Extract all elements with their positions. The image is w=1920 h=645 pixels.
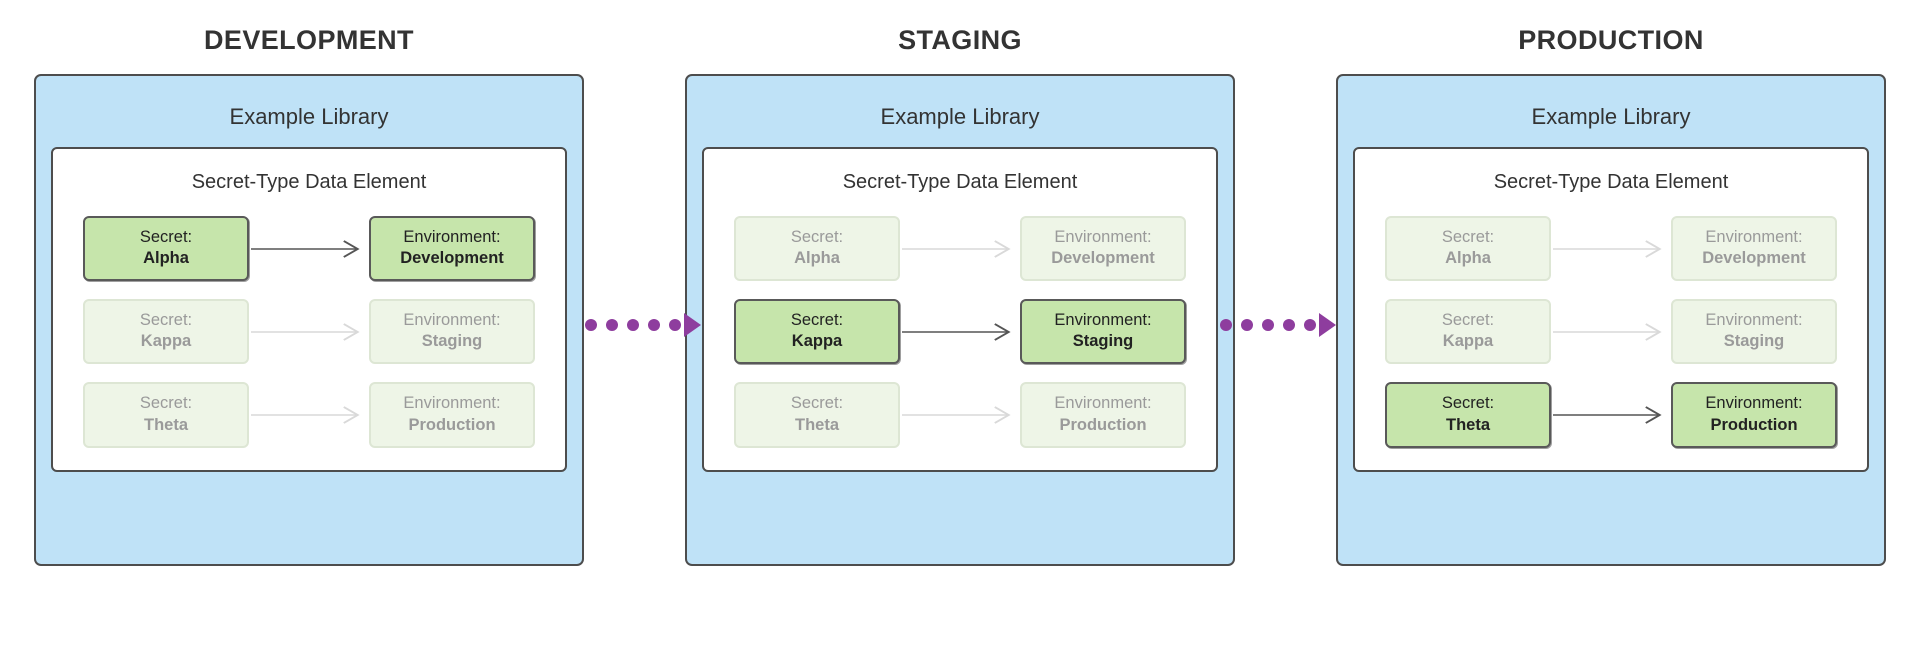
- mapping-arrow-icon: [902, 238, 1018, 260]
- secret-node[interactable]: Secret: Kappa: [1385, 299, 1551, 365]
- secret-kind-label: Secret:: [1441, 227, 1495, 246]
- mapping-arrow-icon: [902, 404, 1018, 426]
- secret-value-label: Alpha: [1445, 249, 1491, 268]
- secret-value-label: Theta: [794, 415, 839, 434]
- environment-value-label: Production: [1059, 415, 1147, 434]
- secret-kind-label: Secret:: [1441, 311, 1495, 330]
- environment-kind-label: Environment:: [1705, 227, 1803, 246]
- mapping-row: Secret: Kappa Environment:: [1385, 299, 1837, 365]
- secret-value-label: Alpha: [794, 249, 840, 268]
- secret-value-label: Theta: [1445, 415, 1490, 434]
- secret-node[interactable]: Secret: Theta: [83, 382, 249, 448]
- secret-kind-label: Secret:: [1441, 394, 1495, 413]
- environment-node[interactable]: Environment: Production: [369, 382, 535, 448]
- environment-kind-label: Environment:: [1705, 394, 1803, 413]
- secret-node[interactable]: Secret: Theta: [734, 382, 900, 448]
- environment-node[interactable]: Environment: Production: [1020, 382, 1186, 448]
- stage-title: STAGING: [898, 25, 1022, 55]
- element-box: Secret-Type Data Element Secret: Alpha: [702, 146, 1218, 472]
- environment-value-label: Staging: [421, 332, 483, 351]
- secret-kind-label: Secret:: [139, 394, 193, 413]
- secret-kind-label: Secret:: [139, 227, 193, 246]
- secret-value-label: Kappa: [140, 332, 192, 351]
- environment-value-label: Production: [1710, 415, 1798, 434]
- secret-kind-label: Secret:: [139, 311, 193, 330]
- environment-node[interactable]: Environment: Development: [1671, 215, 1837, 282]
- environment-node[interactable]: Environment: Development: [1020, 215, 1186, 282]
- secret-kind-label: Secret:: [790, 394, 844, 413]
- environment-kind-label: Environment:: [403, 394, 501, 413]
- environment-value-label: Staging: [1072, 332, 1134, 351]
- secret-node[interactable]: Secret: Kappa: [734, 299, 900, 365]
- environment-kind-label: Environment:: [1705, 311, 1803, 330]
- library-title: Example Library: [229, 103, 389, 129]
- environment-kind-label: Environment:: [1054, 394, 1152, 413]
- environment-value-label: Production: [408, 415, 496, 434]
- mapping-arrow-icon: [902, 321, 1018, 343]
- mapping-row: Secret: Theta Environment:: [83, 382, 535, 448]
- promotion-arrow-staging-to-production-icon: [1220, 312, 1336, 338]
- environment-value-label: Staging: [1723, 332, 1785, 351]
- library-title: Example Library: [1531, 103, 1691, 129]
- mapping-row: Secret: Alpha Environment:: [1385, 215, 1837, 282]
- secret-value-label: Kappa: [1442, 332, 1494, 351]
- mapping-row: Secret: Theta Environment:: [1385, 382, 1837, 448]
- environment-node[interactable]: Environment: Staging: [369, 299, 535, 365]
- environment-node[interactable]: Environment: Development: [369, 215, 535, 282]
- library-box: Example Library Secret-Type Data Element…: [34, 73, 584, 566]
- mapping-rows: Secret: Alpha Environment:: [69, 215, 549, 450]
- secret-node[interactable]: Secret: Theta: [1385, 382, 1551, 448]
- secret-value-label: Kappa: [791, 332, 843, 351]
- environment-value-label: Development: [1702, 249, 1806, 268]
- mapping-arrow-icon: [1553, 404, 1669, 426]
- mapping-row: Secret: Kappa Environment:: [83, 299, 535, 365]
- secret-node[interactable]: Secret: Kappa: [83, 299, 249, 365]
- stage-list: DEVELOPMENT Example Library Secret-Type …: [34, 0, 1886, 566]
- mapping-row: Secret: Alpha Environment:: [83, 215, 535, 282]
- mapping-row: Secret: Alpha Environment:: [734, 215, 1186, 282]
- mapping-arrow-icon: [1553, 321, 1669, 343]
- secret-value-label: Alpha: [143, 249, 189, 268]
- secret-kind-label: Secret:: [790, 227, 844, 246]
- environment-kind-label: Environment:: [403, 227, 501, 246]
- secret-kind-label: Secret:: [790, 311, 844, 330]
- environment-node[interactable]: Environment: Staging: [1020, 299, 1186, 365]
- environment-value-label: Development: [1051, 249, 1155, 268]
- mapping-arrow-icon: [251, 404, 367, 426]
- stage-staging: STAGING Example Library Secret-Type Data…: [685, 0, 1235, 566]
- mapping-arrow-icon: [251, 238, 367, 260]
- secret-value-label: Theta: [143, 415, 188, 434]
- secret-node[interactable]: Secret: Alpha: [83, 215, 249, 282]
- mapping-row: Secret: Theta Environment:: [734, 382, 1186, 448]
- environment-node[interactable]: Environment: Staging: [1671, 299, 1837, 365]
- library-title: Example Library: [880, 103, 1040, 129]
- promotion-arrow-dev-to-staging-icon: [585, 312, 701, 338]
- element-title: Secret-Type Data Element: [842, 170, 1078, 193]
- mapping-rows: Secret: Alpha Environment:: [1371, 215, 1851, 450]
- secret-node[interactable]: Secret: Alpha: [1385, 215, 1551, 282]
- element-title: Secret-Type Data Element: [1493, 170, 1729, 193]
- mapping-row: Secret: Kappa Environment:: [734, 299, 1186, 365]
- stage-title: DEVELOPMENT: [204, 25, 414, 55]
- stage-development: DEVELOPMENT Example Library Secret-Type …: [34, 0, 584, 566]
- library-box: Example Library Secret-Type Data Element…: [685, 73, 1235, 566]
- mapping-rows: Secret: Alpha Environment:: [720, 215, 1200, 450]
- environment-node[interactable]: Environment: Production: [1671, 382, 1837, 448]
- mapping-arrow-icon: [251, 321, 367, 343]
- element-box: Secret-Type Data Element Secret: Alpha: [1353, 146, 1869, 472]
- environment-value-label: Development: [400, 249, 504, 268]
- environment-kind-label: Environment:: [403, 311, 501, 330]
- element-title: Secret-Type Data Element: [191, 170, 427, 193]
- secret-node[interactable]: Secret: Alpha: [734, 215, 900, 282]
- stage-production: PRODUCTION Example Library Secret-Type D…: [1336, 0, 1886, 566]
- environment-kind-label: Environment:: [1054, 227, 1152, 246]
- environment-kind-label: Environment:: [1054, 311, 1152, 330]
- library-box: Example Library Secret-Type Data Element…: [1336, 73, 1886, 566]
- stage-title: PRODUCTION: [1518, 25, 1704, 55]
- element-box: Secret-Type Data Element Secret: Alpha: [51, 146, 567, 472]
- mapping-arrow-icon: [1553, 238, 1669, 260]
